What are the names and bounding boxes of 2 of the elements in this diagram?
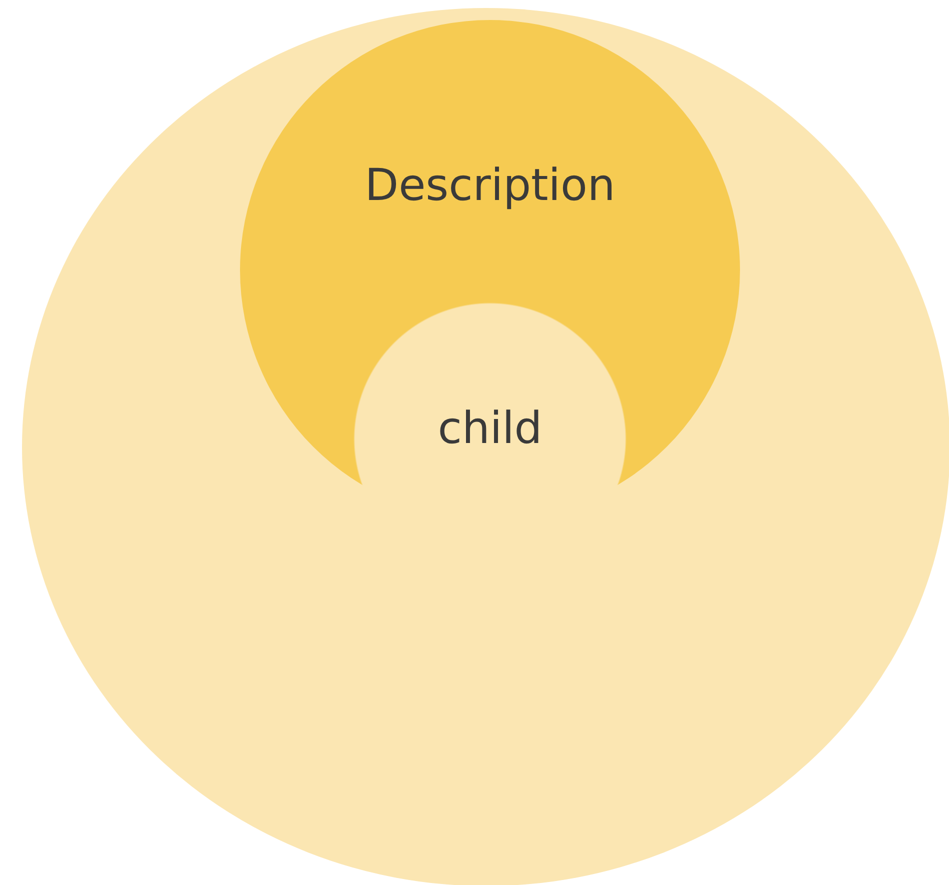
node-label: child <box>436 403 544 454</box>
node-label: Description <box>364 160 616 211</box>
